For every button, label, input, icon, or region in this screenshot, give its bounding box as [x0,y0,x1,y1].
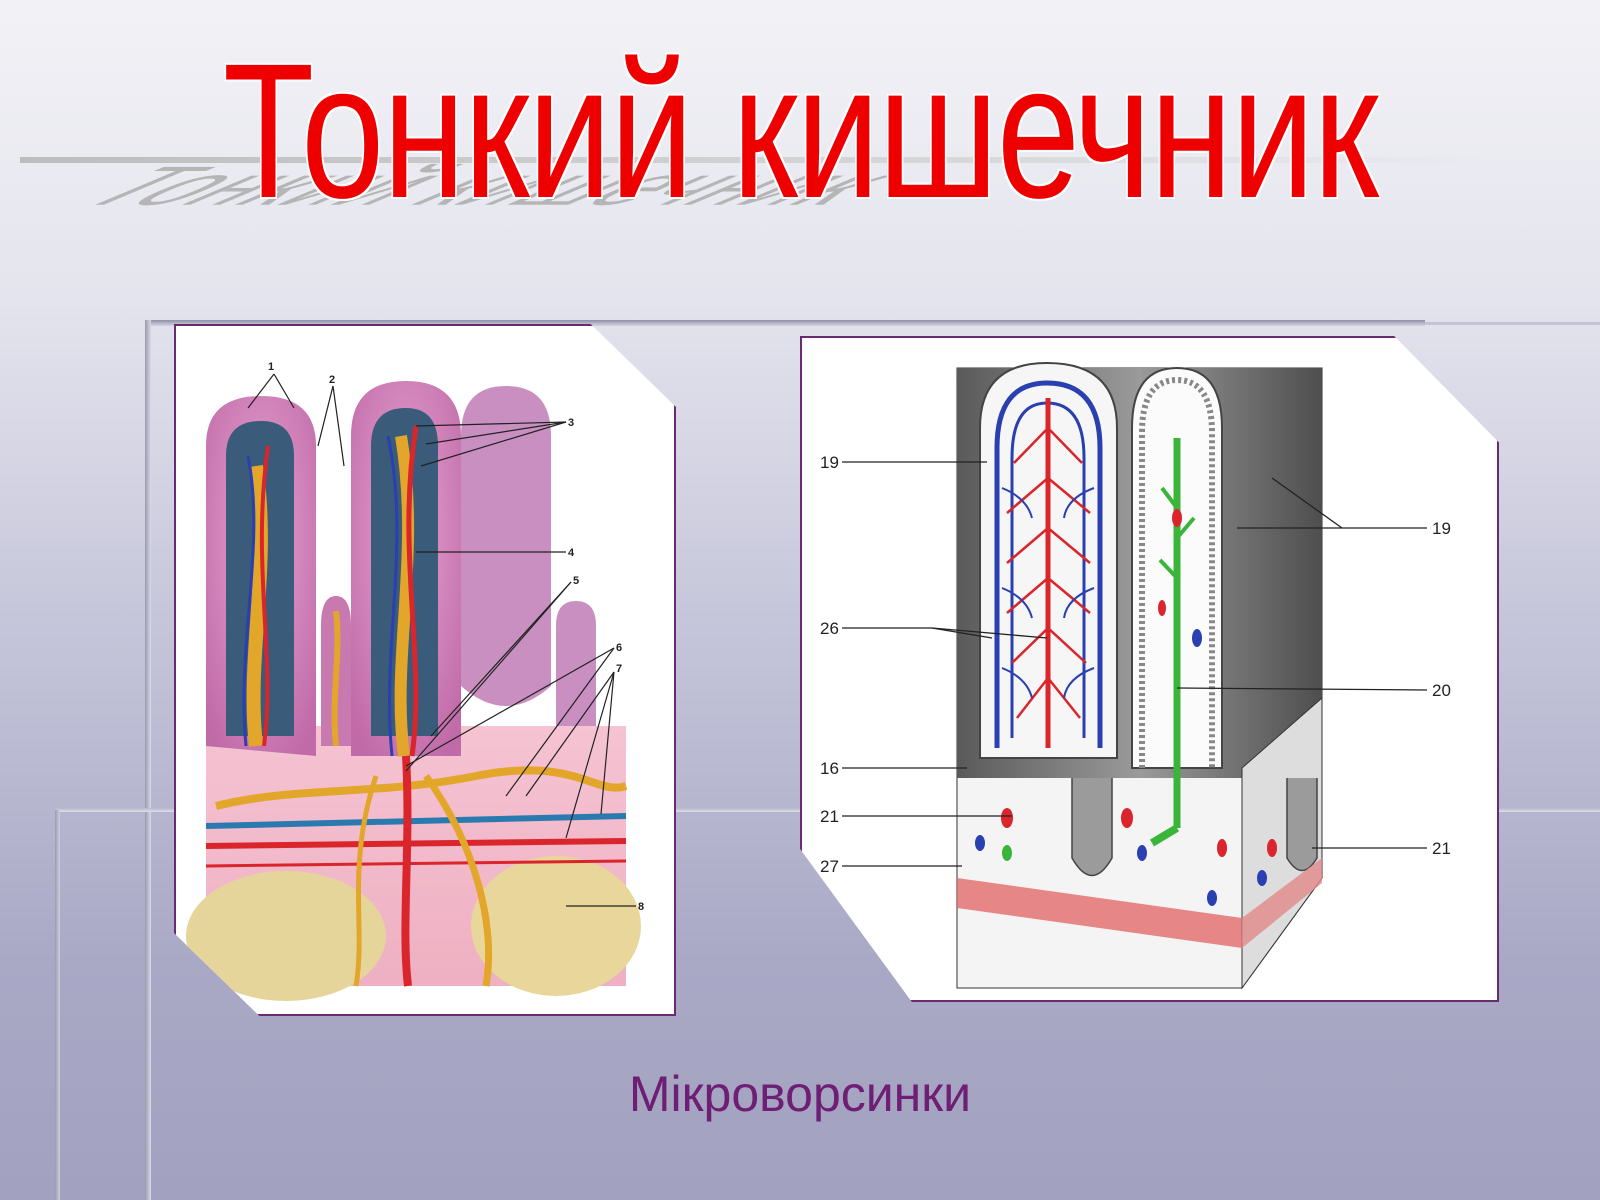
frame-line-top [145,320,1425,326]
villus-3-surface [461,386,551,706]
label-7: 7 [616,663,622,675]
label-26: 26 [820,619,839,638]
label-21-right: 21 [1432,839,1451,858]
lymph-nodule-left [186,871,386,1001]
slide-title: Тонкий кишечник [222,23,1379,238]
label-21-left: 21 [820,807,839,826]
frame-line-left-outer [55,810,60,1200]
frame-line-top-right [1425,322,1600,325]
villus-4-surface [556,601,596,726]
villi-illustration-panel: 1 2 3 4 5 6 7 8 [174,324,676,1016]
label-8: 8 [638,901,644,913]
crypt-left [1071,778,1113,877]
label-3: 3 [568,417,574,429]
frame-line-left [145,320,151,1200]
label-5: 5 [573,575,579,587]
label-20: 20 [1432,681,1451,700]
label-2: 2 [329,374,335,386]
blood-cells [975,509,1277,906]
title-area: Тонкий кишечник Тонкий кишечник [0,30,1600,270]
villi-illustration: 1 2 3 4 5 6 7 8 [186,361,644,1001]
label-19-left: 19 [820,453,839,472]
lymph-nodule-right [471,856,641,996]
title-underline-decoration [20,157,1490,163]
label-6: 6 [616,642,622,654]
villus-crosssection-illustration: 19 26 16 21 27 19 20 21 [820,361,1451,990]
label-27: 27 [820,857,839,876]
label-4: 4 [568,547,575,559]
label-1: 1 [268,361,274,373]
label-16: 16 [820,759,839,778]
villus-crosssection-panel: 19 26 16 21 27 19 20 21 [800,336,1499,1002]
muscularis [957,878,1242,948]
label-19-right: 19 [1432,519,1451,538]
slide-caption: Мікроворсинки [628,1066,972,1122]
crypt-right [1286,778,1318,872]
